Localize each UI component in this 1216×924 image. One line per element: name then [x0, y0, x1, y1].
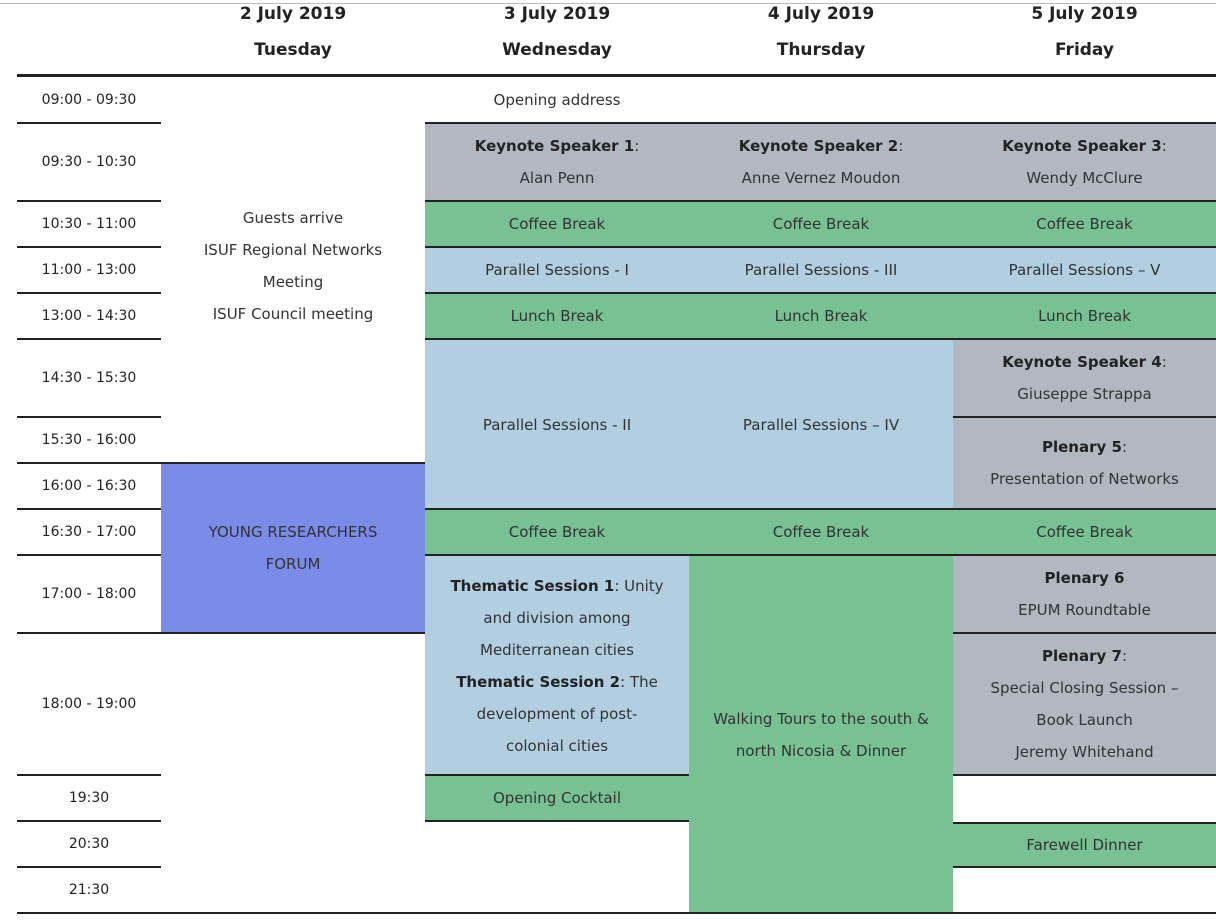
parallel-sessions-4: Parallel Sessions – IV: [689, 340, 953, 510]
row-divider: [425, 122, 1216, 124]
time-slot: 09:00 - 09:30: [17, 77, 161, 124]
tue-line: ISUF Regional Networks: [203, 240, 383, 259]
coffee-break: Coffee Break: [425, 510, 689, 556]
time-slot: 19:30: [17, 776, 161, 822]
parallel-sessions-2: Parallel Sessions - II: [425, 340, 689, 510]
coffee-break: Coffee Break: [425, 202, 689, 248]
keynote-name: Wendy McClure: [1026, 169, 1143, 187]
plenary-text: Jeremy Whitehand: [1015, 743, 1154, 761]
day-weekday: Thursday: [776, 40, 866, 60]
time-slot: 18:00 - 19:00: [17, 634, 161, 776]
time-slot: 20:30: [17, 822, 161, 868]
day-weekday: Friday: [1055, 40, 1114, 60]
time-slot: 09:30 - 10:30: [17, 124, 161, 202]
keynote-speaker-4: Keynote Speaker 4: Giuseppe Strappa: [953, 340, 1216, 418]
time-slot: 13:00 - 14:30: [17, 294, 161, 340]
keynote-speaker-2: Keynote Speaker 2: Anne Vernez Moudon: [689, 124, 953, 202]
day-date: 3 July 2019: [503, 4, 611, 24]
plenary-5: Plenary 5: Presentation of Networks: [953, 418, 1216, 510]
row-divider: [425, 774, 689, 776]
walking-tours: Walking Tours to the south & north Nicos…: [689, 556, 953, 914]
header-tuesday: 2 July 2019 Tuesday: [161, 0, 425, 74]
day-weekday: Tuesday: [254, 40, 332, 60]
top-border: [0, 3, 1216, 4]
opening-address: Opening address: [425, 77, 689, 124]
tue-guests-arrive: Guests arrive ISUF Regional Networks Mee…: [161, 77, 425, 464]
young-researchers-forum: YOUNG RESEARCHERS FORUM: [161, 462, 425, 634]
time-slot: 21:30: [17, 868, 161, 914]
keynote-name: Giuseppe Strappa: [1017, 385, 1152, 403]
keynote-name: Anne Vernez Moudon: [741, 169, 901, 187]
parallel-sessions-5: Parallel Sessions – V: [953, 248, 1216, 294]
keynote-title: Keynote Speaker 4:: [1002, 353, 1167, 371]
thematic-line: development of post-: [476, 705, 638, 723]
plenary-text: Special Closing Session –: [990, 679, 1179, 697]
plenary-text: Presentation of Networks: [990, 470, 1179, 488]
time-slot: 11:00 - 13:00: [17, 248, 161, 294]
thematic-line: Thematic Session 1: Unity: [450, 577, 664, 595]
coffee-break: Coffee Break: [689, 510, 953, 556]
day-date: 2 July 2019: [239, 4, 347, 24]
time-slot: 10:30 - 11:00: [17, 202, 161, 248]
parallel-sessions-3: Parallel Sessions - III: [689, 248, 953, 294]
lunch-break: Lunch Break: [953, 294, 1216, 340]
keynote-title: Keynote Speaker 2:: [738, 137, 904, 155]
forum-line: YOUNG RESEARCHERS: [208, 523, 378, 541]
day-weekday: Wednesday: [502, 40, 612, 60]
table-bottom-border: [17, 912, 1216, 914]
time-slot: 14:30 - 15:30: [17, 340, 161, 418]
day-date: 4 July 2019: [767, 4, 875, 24]
opening-cocktail: Opening Cocktail: [425, 776, 689, 822]
opening-address-text: Opening address: [493, 90, 621, 109]
lunch-break: Lunch Break: [689, 294, 953, 340]
plenary-title: Plenary 5:: [1041, 438, 1127, 456]
walking-line: Walking Tours to the south &: [713, 710, 929, 728]
tue-line: Guests arrive: [242, 208, 344, 227]
walking-line: north Nicosia & Dinner: [735, 742, 907, 760]
thematic-sessions: Thematic Session 1: Unity and division a…: [425, 556, 689, 776]
keynote-title: Keynote Speaker 1:: [474, 137, 640, 155]
time-slot: 16:00 - 16:30: [17, 464, 161, 510]
header-wednesday: 3 July 2019 Wednesday: [425, 0, 689, 74]
time-slot: 15:30 - 16:00: [17, 418, 161, 464]
thematic-line: Mediterranean cities: [480, 641, 634, 659]
row-divider: [425, 508, 1216, 510]
thematic-line: and division among: [483, 609, 631, 627]
forum-line: FORUM: [265, 555, 321, 573]
tue-line: ISUF Council meeting: [212, 304, 374, 323]
lunch-break: Lunch Break: [425, 294, 689, 340]
thematic-line: colonial cities: [505, 737, 609, 755]
coffee-break: Coffee Break: [953, 510, 1216, 556]
plenary-6: Plenary 6 EPUM Roundtable: [953, 556, 1216, 634]
plenary-text: Book Launch: [1036, 711, 1133, 729]
coffee-break: Coffee Break: [953, 202, 1216, 248]
plenary-7: Plenary 7: Special Closing Session – Boo…: [953, 634, 1216, 776]
keynote-name: Alan Penn: [519, 169, 595, 187]
day-date: 5 July 2019: [1031, 4, 1138, 24]
time-slot: 17:00 - 18:00: [17, 556, 161, 634]
plenary-title: Plenary 7:: [1041, 647, 1127, 665]
plenary-text: EPUM Roundtable: [1018, 601, 1151, 619]
keynote-title: Keynote Speaker 3:: [1002, 137, 1167, 155]
header-divider: [17, 74, 1216, 77]
parallel-sessions-1: Parallel Sessions - I: [425, 248, 689, 294]
tue-line: Meeting: [262, 272, 324, 291]
coffee-break: Coffee Break: [689, 202, 953, 248]
header-thursday: 4 July 2019 Thursday: [689, 0, 953, 74]
farewell-dinner: Farewell Dinner: [953, 822, 1216, 868]
keynote-speaker-1: Keynote Speaker 1: Alan Penn: [425, 124, 689, 202]
keynote-speaker-3: Keynote Speaker 3: Wendy McClure: [953, 124, 1216, 202]
time-slot: 16:30 - 17:00: [17, 510, 161, 556]
header-friday: 5 July 2019 Friday: [953, 0, 1216, 74]
thematic-line: Thematic Session 2: The: [456, 673, 658, 691]
plenary-title: Plenary 6: [1044, 569, 1125, 587]
